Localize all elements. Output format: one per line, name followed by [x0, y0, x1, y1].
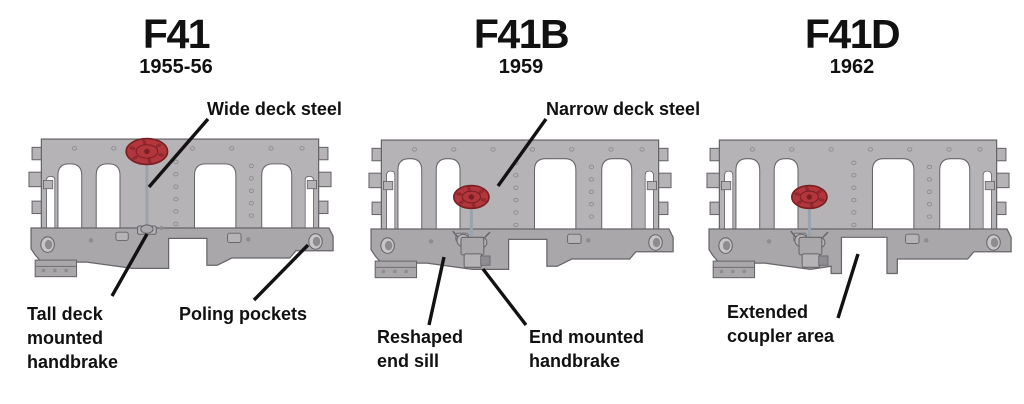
variant-years-f41b: 1959	[498, 56, 544, 78]
label-tall-deck-handbrake: Tall deck mounted handbrake	[27, 304, 119, 372]
car-illustration-f41d	[702, 138, 1014, 288]
variant-name-f41d: F41D	[804, 11, 901, 57]
panel-title-f41: F41 1955-56	[139, 11, 213, 78]
car-body	[28, 137, 334, 278]
variant-name-f41b: F41B	[473, 11, 570, 57]
car-drawing-f41b	[368, 139, 674, 279]
variant-years-f41: 1955-56	[139, 56, 213, 78]
car-body	[368, 139, 674, 279]
panel-title-f41d: F41D 1962	[804, 11, 901, 78]
car-illustration-f41	[24, 137, 336, 287]
car-body	[706, 139, 1012, 279]
label-extended-coupler-area: Extended coupler area	[727, 302, 835, 346]
label-reshaped-end-sill: Reshaped end sill	[377, 327, 464, 371]
car-illustration-f41b	[364, 138, 676, 288]
car-drawing-f41	[28, 137, 334, 278]
label-end-mounted-handbrake: End mounted handbrake	[529, 327, 644, 371]
label-narrow-deck-steel: Narrow deck steel	[546, 99, 701, 119]
panel-title-f41b: F41B 1959	[473, 11, 570, 78]
variant-years-f41d: 1962	[829, 56, 875, 78]
label-poling-pockets: Poling pockets	[179, 304, 308, 324]
variant-name-f41: F41	[142, 11, 211, 57]
label-wide-deck-steel: Wide deck steel	[207, 99, 342, 119]
car-drawing-f41d	[706, 139, 1012, 279]
